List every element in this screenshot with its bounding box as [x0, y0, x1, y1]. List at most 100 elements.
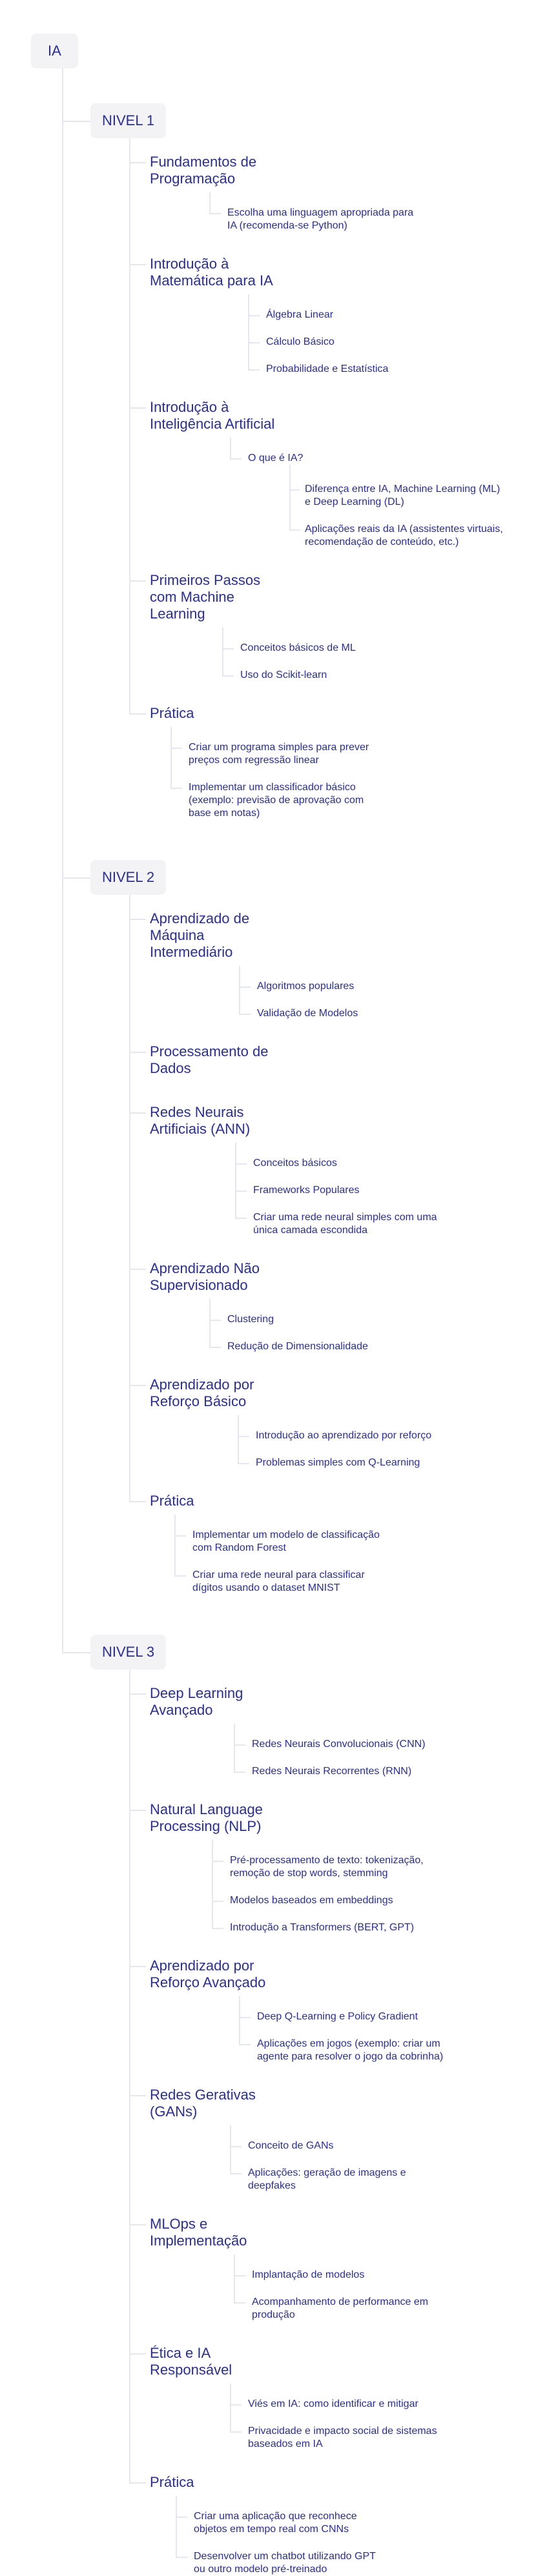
- item-node: Introdução a Transformers (BERT, GPT): [230, 1922, 415, 1933]
- topic-node: Fundamentos de Programação: [150, 154, 257, 187]
- connector-line: [209, 213, 221, 214]
- connector-line: [212, 1928, 223, 1929]
- sub-item-node: Diferença entre IA, Machine Learning (ML…: [305, 484, 500, 507]
- connector-line: [230, 2384, 231, 2433]
- connector-line: [230, 2146, 242, 2147]
- item-node: Redes Neurais Recorrentes (RNN): [252, 1766, 412, 1777]
- connector-line: [234, 2302, 245, 2304]
- connector-line: [174, 1535, 186, 1537]
- item-node: Criar uma rede neural simples com uma ún…: [253, 1212, 437, 1236]
- item-node: Probabilidade e Estatística: [266, 363, 389, 374]
- connector-line: [234, 1744, 245, 1746]
- connector-line: [209, 192, 211, 214]
- item-node: Problemas simples com Q-Learning: [256, 1457, 420, 1468]
- topic-node: Ética e IA Responsável: [150, 2345, 232, 2378]
- item-node: Acompanhamento de performance em produçã…: [252, 2296, 429, 2320]
- connector-line: [230, 2173, 242, 2174]
- connector-line: [238, 1463, 249, 1464]
- connector-line: [234, 2275, 245, 2276]
- topic-node: Aprendizado por Reforço Básico: [150, 1376, 254, 1409]
- connector-line: [129, 919, 146, 920]
- topic-node: Redes Gerativas (GANs): [150, 2087, 256, 2120]
- connector-line: [176, 2517, 187, 2518]
- connector-line: [176, 2496, 177, 2558]
- connector-line: [212, 1840, 213, 1929]
- sub-item-node: Aplicações reais da IA (assistentes virt…: [305, 524, 503, 547]
- connector-line: [234, 1724, 235, 1773]
- item-node: Viés em IA: como identificar e mitigar: [248, 2398, 418, 2409]
- connector-line: [209, 1320, 221, 1321]
- connector-line: [230, 458, 242, 460]
- connector-line: [129, 1385, 146, 1386]
- topic-node: Aprendizado de Máquina Intermediário: [150, 910, 250, 960]
- connector-line: [239, 966, 240, 1015]
- connector-line: [248, 294, 249, 371]
- item-node: Álgebra Linear: [266, 309, 334, 320]
- connector-line: [176, 2557, 187, 2558]
- connector-line: [129, 1670, 130, 2484]
- item-node: Desenvolver um chatbot utilizando GPT ou…: [194, 2551, 376, 2575]
- connector-line: [222, 628, 223, 677]
- item-node: Criar uma aplicação que reconhece objeto…: [194, 2511, 357, 2535]
- connector-line: [289, 489, 300, 491]
- connector-line: [129, 1112, 146, 1114]
- connector-line: [238, 1436, 249, 1437]
- connector-line: [230, 2125, 231, 2174]
- connector-line: [129, 1966, 146, 1967]
- connector-line: [248, 315, 260, 316]
- topic-node: Natural Language Processing (NLP): [150, 1801, 263, 1834]
- item-node: Aplicações: geração de imagens e deepfak…: [248, 2167, 406, 2191]
- connector-line: [230, 2404, 242, 2406]
- connector-line: [209, 1347, 221, 1348]
- topic-node: Prática: [150, 2474, 194, 2490]
- connector-line: [248, 342, 260, 343]
- item-node: Escolha uma linguagem apropriada para IA…: [227, 207, 414, 231]
- connector-line: [234, 2254, 235, 2304]
- connector-line: [62, 1652, 90, 1653]
- level-node: NIVEL 3: [90, 1635, 167, 1670]
- connector-line: [174, 1515, 176, 1577]
- level-node: NIVEL 2: [90, 860, 167, 895]
- connector-line: [209, 1299, 211, 1348]
- item-node: Conceito de GANs: [248, 2140, 334, 2151]
- connector-line: [129, 407, 146, 409]
- connector-line: [129, 2224, 146, 2225]
- item-node: Modelos baseados em embeddings: [230, 1895, 393, 1906]
- item-node: Redes Neurais Convolucionais (CNN): [252, 1739, 426, 1750]
- connector-line: [212, 1901, 223, 1902]
- topic-node: Processamento de Dados: [150, 1043, 269, 1076]
- connector-line: [170, 788, 182, 789]
- connector-line: [129, 1052, 146, 1053]
- connector-line: [239, 1014, 251, 1015]
- connector-line: [235, 1191, 247, 1192]
- level-node: NIVEL 1: [90, 103, 167, 138]
- topic-node: Introdução à Matemática para IA: [150, 256, 273, 289]
- topic-node: Aprendizado por Reforço Avançado: [150, 1958, 266, 1990]
- item-node: O que é IA?: [248, 453, 304, 464]
- item-node: Implantação de modelos: [252, 2269, 365, 2280]
- connector-line: [239, 1996, 240, 2045]
- connector-line: [230, 438, 231, 460]
- connector-line: [235, 1163, 247, 1165]
- item-node: Conceitos básicos de ML: [240, 642, 356, 653]
- topic-node: Prática: [150, 705, 194, 721]
- item-node: Criar uma rede neural para classificar d…: [192, 1569, 365, 1593]
- connector-line: [239, 986, 251, 988]
- connector-line: [248, 369, 260, 371]
- connector-line: [62, 68, 63, 1653]
- connector-line: [289, 465, 291, 531]
- connector-line: [129, 580, 146, 582]
- root-node: IA: [31, 34, 78, 68]
- connector-line: [129, 264, 146, 265]
- item-node: Implementar um classificador básico (exe…: [189, 782, 364, 819]
- connector-line: [129, 895, 130, 1502]
- connector-line: [129, 138, 130, 715]
- item-node: Cálculo Básico: [266, 336, 335, 347]
- connector-line: [174, 1575, 186, 1577]
- connector-line: [235, 1143, 236, 1219]
- item-node: Implementar um modelo de classificação c…: [192, 1529, 380, 1553]
- topic-node: Redes Neurais Artificiais (ANN): [150, 1104, 251, 1137]
- item-node: Uso do Scikit-learn: [240, 670, 327, 680]
- connector-line: [129, 162, 146, 163]
